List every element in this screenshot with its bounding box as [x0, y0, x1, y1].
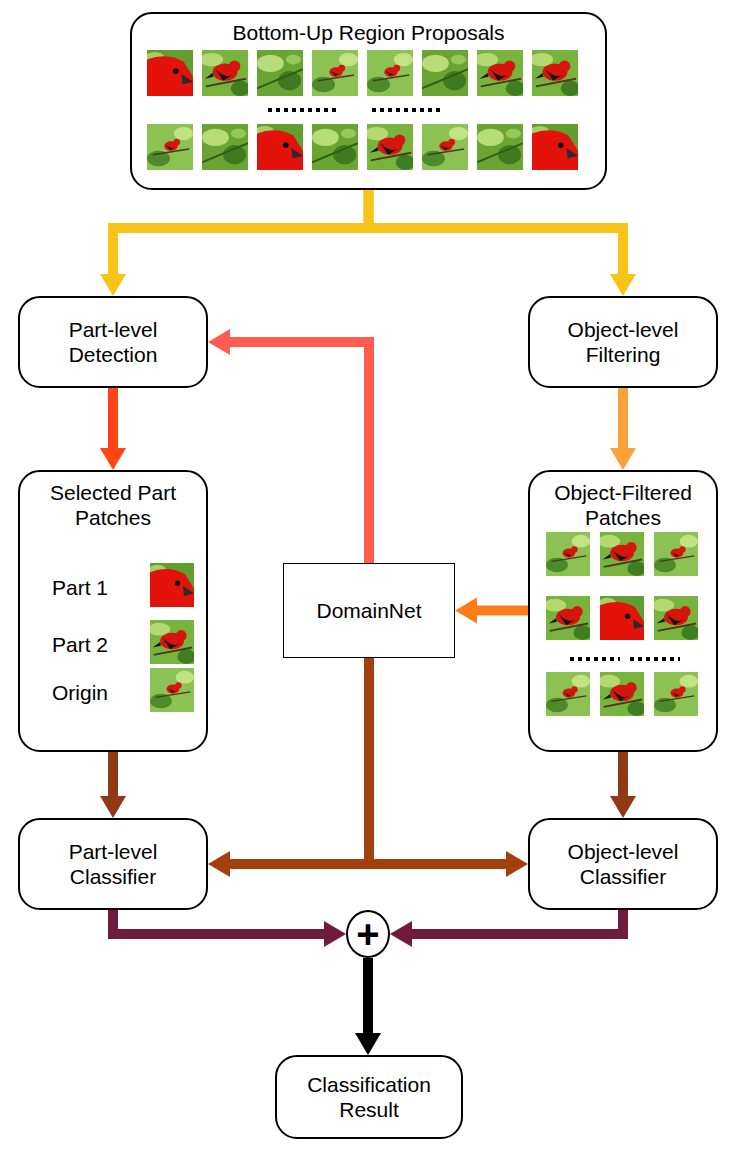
- flow-arrow: [610, 752, 636, 818]
- patch-label: Origin: [52, 680, 108, 705]
- sum-circle: +: [346, 910, 390, 958]
- arrow-head: [324, 921, 346, 947]
- flow-arrow: [610, 388, 636, 470]
- arrow-head: [610, 274, 636, 296]
- flow-arrow: [113, 910, 346, 947]
- network-box: DomainNet: [283, 563, 455, 658]
- flow-arrow: [100, 388, 126, 470]
- arrow-head: [390, 921, 412, 947]
- connector-line: [618, 752, 628, 798]
- flow-arrow: [455, 598, 528, 624]
- patch-label: Part 2: [52, 632, 108, 657]
- connector-line: [618, 388, 628, 450]
- filtered-thumbnails: [544, 532, 700, 716]
- flow-arrow: [369, 190, 637, 296]
- proposal-thumbnails: [145, 50, 580, 170]
- classifier-box: Object-level Classifier: [528, 818, 718, 910]
- connector-line: [108, 388, 118, 450]
- arrow-head: [208, 329, 230, 355]
- node-label: Object-level Filtering: [544, 317, 702, 367]
- arrow-head: [610, 796, 636, 818]
- flow-arrow: [100, 752, 126, 818]
- connector-line: [410, 910, 623, 934]
- result-box: Classification Result: [275, 1055, 463, 1139]
- connector-line: [475, 606, 528, 616]
- flow-arrow: [208, 329, 369, 563]
- flow-arrow: [390, 910, 623, 947]
- arrow-head: [100, 796, 126, 818]
- patch-panel: Selected Part PatchesPart 1 Part 2 Origin: [18, 470, 208, 752]
- node-label: Part-level Classifier: [34, 839, 192, 889]
- node-label: Selected Part Patches: [34, 480, 192, 530]
- arrow-head: [355, 1033, 381, 1055]
- connector-line: [228, 658, 369, 864]
- arrow-head: [100, 274, 126, 296]
- arrow-head: [208, 851, 230, 877]
- connector-line: [363, 958, 373, 1035]
- node-label: Bottom-Up Region Proposals: [233, 20, 505, 45]
- connector-line: [113, 190, 369, 276]
- arrow-head: [506, 851, 528, 877]
- patch-label: Part 1: [52, 575, 108, 600]
- connector-line: [108, 752, 118, 798]
- process-box: Part-level Detection: [18, 296, 208, 388]
- node-label: Object-level Classifier: [544, 839, 702, 889]
- connector-line: [228, 342, 369, 563]
- flow-arrow: [100, 190, 369, 296]
- part-thumbnails: [148, 563, 196, 712]
- flow-arrow: [208, 658, 369, 877]
- connector-line: [113, 910, 326, 934]
- node-label: +: [356, 914, 379, 954]
- connector-line: [369, 658, 508, 864]
- arrow-head: [455, 598, 477, 624]
- node-label: Object-Filtered Patches: [544, 480, 702, 530]
- process-box: Object-level Filtering: [528, 296, 718, 388]
- node-label: Classification Result: [291, 1072, 447, 1122]
- patch-panel: Object-Filtered Patches: [528, 470, 718, 752]
- classifier-box: Part-level Classifier: [18, 818, 208, 910]
- input-panel: Bottom-Up Region Proposals: [130, 12, 607, 190]
- node-label: Part-level Detection: [34, 317, 192, 367]
- node-label: DomainNet: [316, 598, 421, 623]
- arrow-head: [100, 448, 126, 470]
- arrow-head: [610, 448, 636, 470]
- flow-arrow: [369, 658, 528, 877]
- connector-line: [369, 190, 624, 276]
- flow-arrow: [355, 958, 381, 1055]
